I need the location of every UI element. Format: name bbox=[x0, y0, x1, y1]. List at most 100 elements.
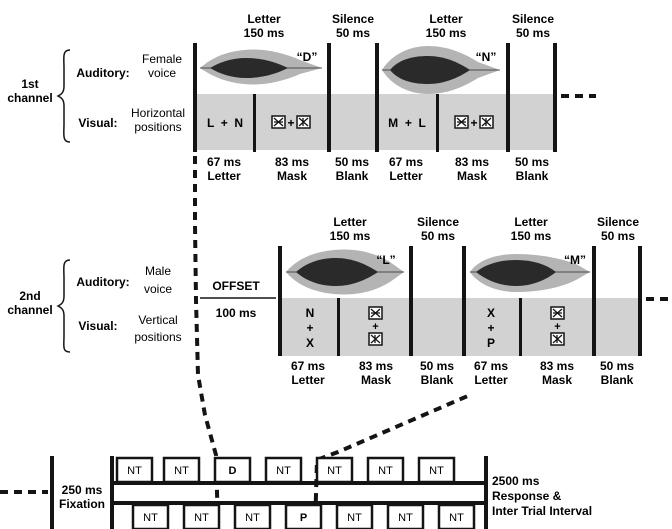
ch2-header-silence-2-time: 50 ms bbox=[601, 229, 635, 243]
ch2-footer-mask-2-name: Mask bbox=[542, 373, 572, 387]
ch2-visual-letters-1-plus: + bbox=[306, 321, 313, 335]
ch1-mask-1: + bbox=[271, 115, 311, 130]
timeline-top-item-label-1: NT bbox=[127, 465, 142, 477]
ch2-mask-1: + bbox=[368, 306, 383, 346]
ch2-header-silence-1-title: Silence bbox=[417, 215, 459, 229]
channel-1-panel: Letter 150 ms Silence 50 ms Letter 150 m… bbox=[7, 12, 596, 183]
fixation-label: Fixation bbox=[59, 497, 105, 511]
svg-text:+: + bbox=[554, 321, 560, 333]
timeline-top-item-label-5: NT bbox=[327, 465, 342, 477]
ch1-header-letter-1-title: Letter bbox=[247, 12, 281, 26]
timeline-top-item-label-6: NT bbox=[378, 465, 393, 477]
timeline-bottom-item-label-4: P bbox=[300, 512, 307, 524]
ch2-footer-mask-2-time: 83 ms bbox=[540, 359, 574, 373]
ch1-spoken-letter-2: “N” bbox=[476, 50, 497, 64]
ch2-footer-letter-2-name: Letter bbox=[474, 373, 508, 387]
timeline-bottom-item-6: NT bbox=[386, 503, 425, 529]
timeline-top-item-label-4: NT bbox=[276, 465, 291, 477]
ch2-positions-line-2: positions bbox=[134, 330, 181, 344]
ch1-auditory-label: Auditory: bbox=[76, 66, 129, 80]
timeline-stream-start bbox=[110, 456, 114, 529]
ch2-footer-blank-1-time: 50 ms bbox=[420, 359, 454, 373]
ch1-header-letter-2-title: Letter bbox=[429, 12, 463, 26]
ch1-footer-letter-2-time: 67 ms bbox=[389, 155, 423, 169]
ch1-footer-mask-1-name: Mask bbox=[277, 169, 307, 183]
ch1-footer-letter-1-time: 67 ms bbox=[207, 155, 241, 169]
timeline-bottom-item-7: NT bbox=[437, 503, 476, 529]
response-label-line-2: Inter Trial Interval bbox=[492, 504, 592, 518]
ch2-offset-label: OFFSET bbox=[212, 279, 260, 293]
timeline-bottom-item-3: NT bbox=[233, 503, 272, 529]
timeline-top-item-label-3: D bbox=[229, 465, 237, 477]
ch2-divider-start bbox=[278, 246, 282, 356]
ch2-curly-brace bbox=[56, 259, 71, 353]
ch1-voice-line-2: voice bbox=[148, 66, 176, 80]
ch2-visual-letters-1-top: N bbox=[306, 306, 315, 320]
ch2-channel-label-line-2: channel bbox=[7, 303, 52, 317]
ch1-divider-end bbox=[553, 43, 557, 152]
ch2-header-letter-2-time: 150 ms bbox=[511, 229, 552, 243]
ch1-waveform-2 bbox=[382, 46, 500, 94]
timeline-top-item-3: D bbox=[213, 456, 252, 484]
ch2-spoken-letter-1: “L” bbox=[376, 253, 395, 267]
fixation-time: 250 ms bbox=[62, 483, 103, 497]
ch2-visual-letters-2-plus: + bbox=[487, 321, 494, 335]
timeline-bottom-item-label-6: NT bbox=[398, 512, 413, 524]
ch2-divider-blank-1 bbox=[409, 246, 413, 356]
ch1-divider-mask-2 bbox=[436, 94, 439, 152]
timeline-top-item-1: NT bbox=[115, 456, 154, 484]
ch2-voice-line-1: Male bbox=[145, 264, 171, 278]
ch2-footer-blank-1-name: Blank bbox=[421, 373, 454, 387]
ch2-visual-band bbox=[281, 298, 639, 356]
ch1-divider-blank-2 bbox=[506, 43, 510, 152]
timeline-bottom-item-label-7: NT bbox=[449, 512, 464, 524]
ch2-divider-mask-1 bbox=[337, 298, 340, 356]
ch2-visual-letters-2-top: X bbox=[487, 306, 495, 320]
timeline-top-item-2: NT bbox=[162, 456, 201, 484]
ch1-curly-brace bbox=[56, 49, 71, 143]
ch1-visual-letters-1: L + N bbox=[207, 116, 243, 130]
ch2-footer-letter-2-time: 67 ms bbox=[474, 359, 508, 373]
ch2-header-letter-1-title: Letter bbox=[333, 215, 367, 229]
ch1-divider-start bbox=[193, 43, 197, 152]
ch2-channel-label-line-1: 2nd bbox=[19, 289, 40, 303]
ch2-to-timeline-connector bbox=[313, 393, 471, 529]
ch1-footer-blank-1-time: 50 ms bbox=[335, 155, 369, 169]
timeline-top-item-label-2: NT bbox=[174, 465, 189, 477]
ch1-spoken-letter-1: “D” bbox=[297, 50, 318, 64]
trial-timeline: 250 ms Fixation 2500 ms Response & Inter… bbox=[0, 456, 592, 529]
ch2-voice-line-2: voice bbox=[144, 282, 172, 296]
timeline-bottom-item-label-5: NT bbox=[347, 512, 362, 524]
svg-text:+: + bbox=[470, 116, 477, 130]
timeline-bottom-item-4: P bbox=[284, 503, 323, 529]
ch2-divider-letter-2 bbox=[462, 246, 466, 356]
timeline-top-item-7: NT bbox=[417, 456, 456, 484]
ch2-waveform-1 bbox=[286, 249, 404, 295]
ch1-positions-line-1: Horizontal bbox=[131, 106, 185, 120]
ch2-waveform-2 bbox=[470, 254, 590, 292]
svg-text:+: + bbox=[372, 321, 378, 333]
ch1-positions-line-2: positions bbox=[134, 120, 181, 134]
ch2-footer-mask-1-name: Mask bbox=[361, 373, 391, 387]
timeline-bottom-item-label-2: NT bbox=[194, 512, 209, 524]
ch2-divider-blank-2 bbox=[592, 246, 596, 356]
ch1-footer-letter-1-name: Letter bbox=[207, 169, 241, 183]
timeline-fixation-divider bbox=[50, 456, 54, 529]
ch1-header-letter-1-time: 150 ms bbox=[244, 26, 285, 40]
ch1-visual-label: Visual: bbox=[78, 116, 117, 130]
ch1-footer-blank-1-name: Blank bbox=[336, 169, 369, 183]
ch1-footer-mask-2-name: Mask bbox=[457, 169, 487, 183]
ch2-header-silence-2-title: Silence bbox=[597, 215, 639, 229]
ch1-mask-2: + bbox=[454, 115, 494, 130]
ch2-divider-mask-2 bbox=[519, 298, 522, 356]
ch2-visual-letters-1-bottom: X bbox=[306, 336, 314, 350]
ch2-visual-letters-2-bottom: P bbox=[487, 336, 495, 350]
timeline-stream-end bbox=[484, 456, 488, 529]
timeline-bottom-item-5: NT bbox=[335, 503, 374, 529]
ch1-footer-mask-1-time: 83 ms bbox=[275, 155, 309, 169]
ch2-mask-2: + bbox=[550, 306, 565, 346]
ch2-visual-label: Visual: bbox=[78, 319, 117, 333]
timeline-bottom-item-label-3: NT bbox=[245, 512, 260, 524]
ch1-footer-blank-2-time: 50 ms bbox=[515, 155, 549, 169]
